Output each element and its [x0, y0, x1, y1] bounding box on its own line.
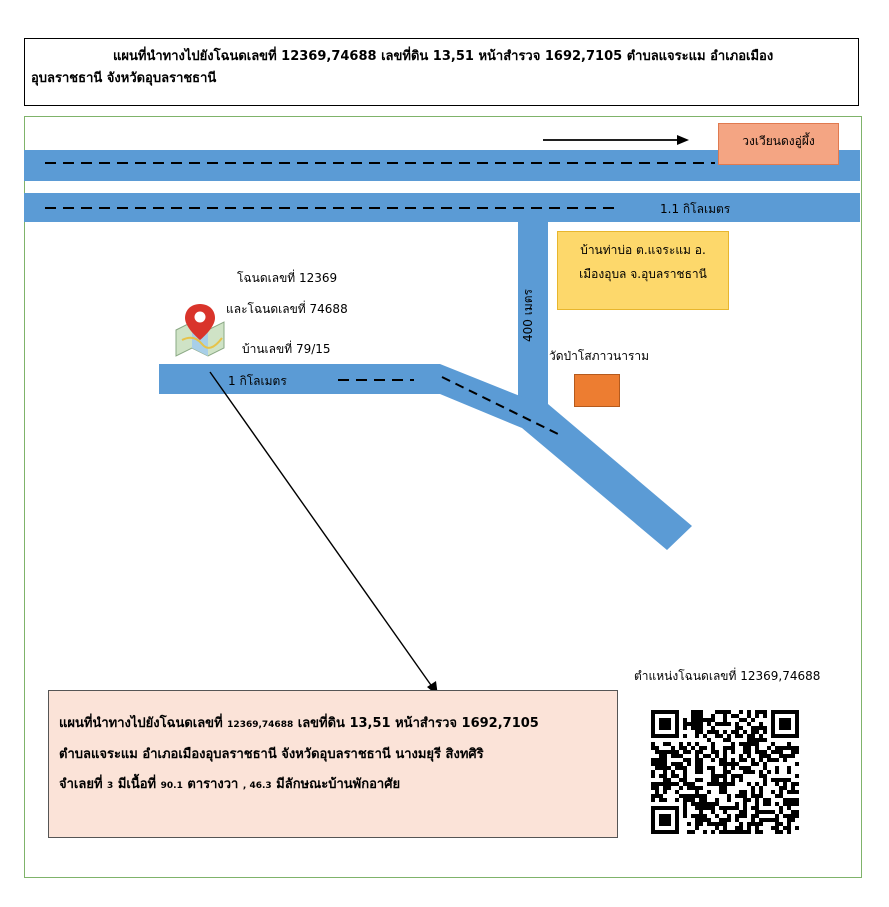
info-line-3-e: ตารางวา [182, 777, 243, 792]
distance-label-top-road: 1.1 กิโลเมตร [660, 202, 731, 216]
map-frame [24, 116, 862, 878]
info-line-2: ตำบลแจระแม อำเภอเมืองอุบลราชธานี จังหวัด… [59, 747, 484, 762]
title-box: แผนที่นำทางไปยังโฉนดเลขที่ 12369,74688 เ… [24, 38, 859, 106]
distance-label-lower-road: 1 กิโลเมตร [228, 374, 287, 388]
info-line-3: จำเลยที่ 3 มีเนื้อที่ 90.1 ตารางวา , 46.… [59, 770, 607, 801]
temple-label: วัดป่าโสภาวนาราม [549, 349, 650, 363]
info-line-3-d: 90.1 [160, 781, 183, 791]
parcel-label-line-1: โฉนดเลขที่ 12369 [237, 271, 338, 285]
info-line-3-a: จำเลยที่ [59, 777, 108, 792]
village-label-line-2: เมืองอุบล จ.อุบลราชธานี [579, 267, 707, 281]
info-line-1-b: 12369,74688 [227, 720, 294, 730]
info-line-3-g: มีลักษณะบ้านพักอาศัย [271, 777, 401, 792]
info-line-1-c: เลขที่ดิน 13,51 หน้าสำรวจ 1692,7105 [293, 716, 539, 731]
info-line-3-c: มีเนื้อที่ [113, 777, 161, 792]
title-line-2: อุบลราชธานี จังหวัดอุบลราชธานี [31, 71, 217, 86]
diagonal-road-center-line [441, 376, 561, 436]
vertical-road [518, 222, 548, 420]
temple-marker [574, 374, 620, 407]
village-label-line-1: บ้านท่าบ่อ ต.แจระแม อ. [580, 243, 706, 257]
distance-label-vertical-road: 400 เมตร [520, 289, 535, 342]
info-line-1: แผนที่นำทางไปยังโฉนดเลขที่ 12369,74688 เ… [59, 709, 607, 740]
info-line-1-a: แผนที่นำทางไปยังโฉนดเลขที่ [59, 716, 228, 731]
parcel-label-line-2: และโฉนดเลขที่ 74688 [226, 302, 348, 316]
diagonal-road [440, 364, 692, 550]
location-pin-icon [175, 304, 225, 357]
qr-code-icon[interactable] [651, 710, 799, 834]
info-box: แผนที่นำทางไปยังโฉนดเลขที่ 12369,74688 เ… [48, 690, 618, 838]
title-line-1: แผนที่นำทางไปยังโฉนดเลขที่ 12369,74688 เ… [113, 49, 774, 64]
info-line-3-f: , 46.3 [242, 781, 272, 791]
parcel-label-line-3: บ้านเลขที่ 79/15 [242, 342, 331, 356]
info-line-3-b: 3 [107, 781, 114, 791]
roundabout-label: วงเวียนดงอู่ผึ้ง [718, 123, 839, 165]
qr-caption: ตำแหน่งโฉนดเลขที่ 12369,74688 [634, 669, 821, 683]
village-label-box: บ้านท่าบ่อ ต.แจระแม อ. เมืองอุบล จ.อุบลร… [557, 231, 729, 310]
pointer-arrow [209, 371, 434, 689]
direction-arrow-head [677, 135, 689, 145]
